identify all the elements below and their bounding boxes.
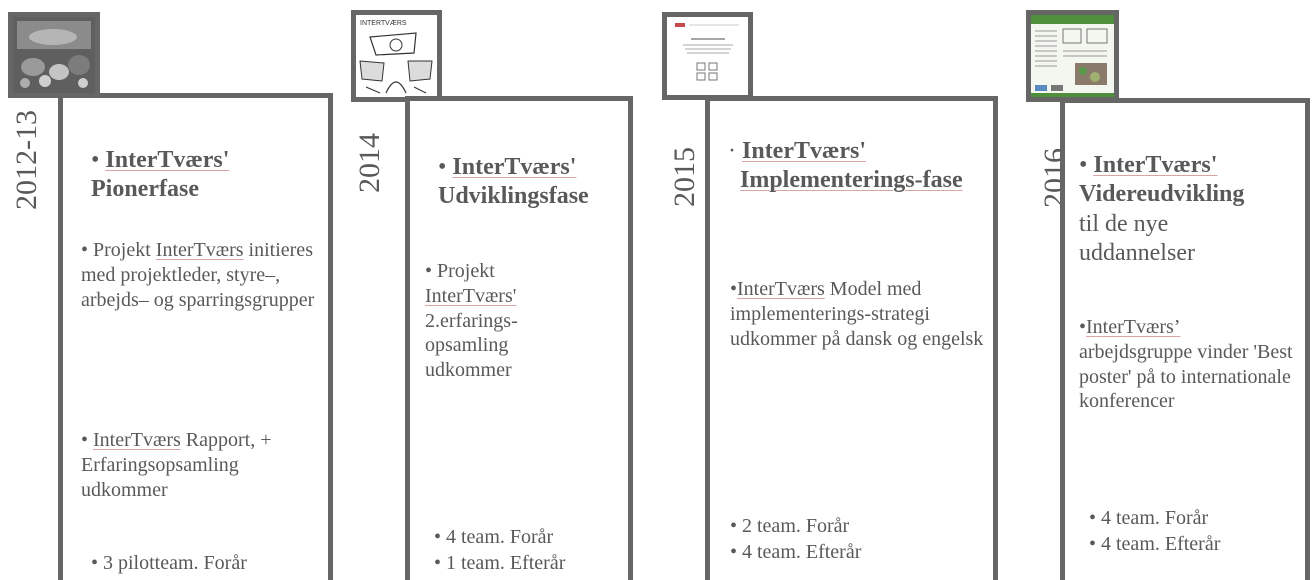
program-name: InterTværs': [1093, 152, 1218, 178]
phase-description: • Projekt InterTværs initieres med proje…: [81, 239, 315, 311]
phase-title: • InterTværs' Videreudvikling til de nye…: [1079, 151, 1311, 268]
year-label: 2014: [353, 133, 386, 193]
phase-card: • InterTværs' Videreudvikling til de nye…: [1060, 98, 1310, 580]
year-label: 2015: [668, 147, 701, 207]
thumbnail-poster[interactable]: [1026, 10, 1119, 102]
team-item: • 4 team. Forår: [1089, 507, 1209, 529]
photo-collage-icon: [13, 17, 95, 93]
program-name: InterTværs': [105, 147, 230, 173]
program-name: InterTværs': [742, 138, 866, 164]
thumbnail-photo-collage[interactable]: [8, 12, 100, 98]
team-list: • 4 team. Forår • 1 team. Efterår: [434, 524, 634, 576]
program-name: InterTværs': [452, 154, 577, 180]
team-item: • 3 pilotteam. Forår: [91, 552, 247, 574]
thumbnail-document[interactable]: [662, 12, 753, 100]
phase-name: Videreudvikling: [1079, 181, 1245, 208]
team-list: • 4 team. Forår • 4 team. Efterår: [1089, 505, 1309, 557]
phase-name: Pionerfase: [91, 176, 199, 203]
phase-subtitle: til de nye uddannelser: [1079, 210, 1195, 266]
phase-card: • InterTværs' Pionerfase • Projekt Inter…: [58, 93, 333, 580]
team-item: • 4 team. Efterår: [730, 541, 862, 563]
poster-icon: [1031, 15, 1114, 97]
team-item: • 2 team. Forår: [730, 515, 850, 537]
team-item: • 1 team. Efterår: [434, 552, 566, 574]
year-label: 2012-13: [10, 110, 43, 210]
phase-description: •InterTværs Model med implementerings-st…: [730, 278, 984, 350]
phase-name: Implementerings-fase: [740, 167, 963, 194]
phase-description: • Projekt InterTværs' 2.erfarings-opsaml…: [425, 260, 518, 382]
svg-text:INTERTVÆRS: INTERTVÆRS: [360, 20, 407, 27]
sketch-drawing-icon: INTERTVÆRS: [356, 15, 437, 97]
phase-name: Udviklingsfase: [438, 183, 589, 210]
team-item: • 4 team. Forår: [434, 526, 554, 548]
phase-card: • InterTværs' Udviklingsfase • Projekt I…: [405, 96, 633, 580]
phase-card: · InterTværs' Implementerings-fase •Inte…: [705, 96, 998, 580]
team-list: • 3 pilotteam. Forår: [91, 550, 326, 576]
phase-title: • InterTværs' Pionerfase: [91, 147, 230, 203]
team-list: • 2 team. Forår • 4 team. Efterår: [730, 513, 980, 565]
phase-publication: • InterTværs Rapport, + Erfaringsopsamli…: [81, 429, 272, 501]
team-item: • 4 team. Efterår: [1089, 533, 1221, 555]
phase-title: • InterTværs' Udviklingsfase: [438, 154, 589, 210]
thumbnail-sketch[interactable]: INTERTVÆRS: [351, 10, 442, 102]
phase-title: · InterTværs' Implementerings-fase: [728, 137, 988, 196]
phase-description: •InterTværs’ arbejdsgruppe vinder 'Best …: [1079, 316, 1293, 413]
document-page-icon: [667, 17, 748, 95]
